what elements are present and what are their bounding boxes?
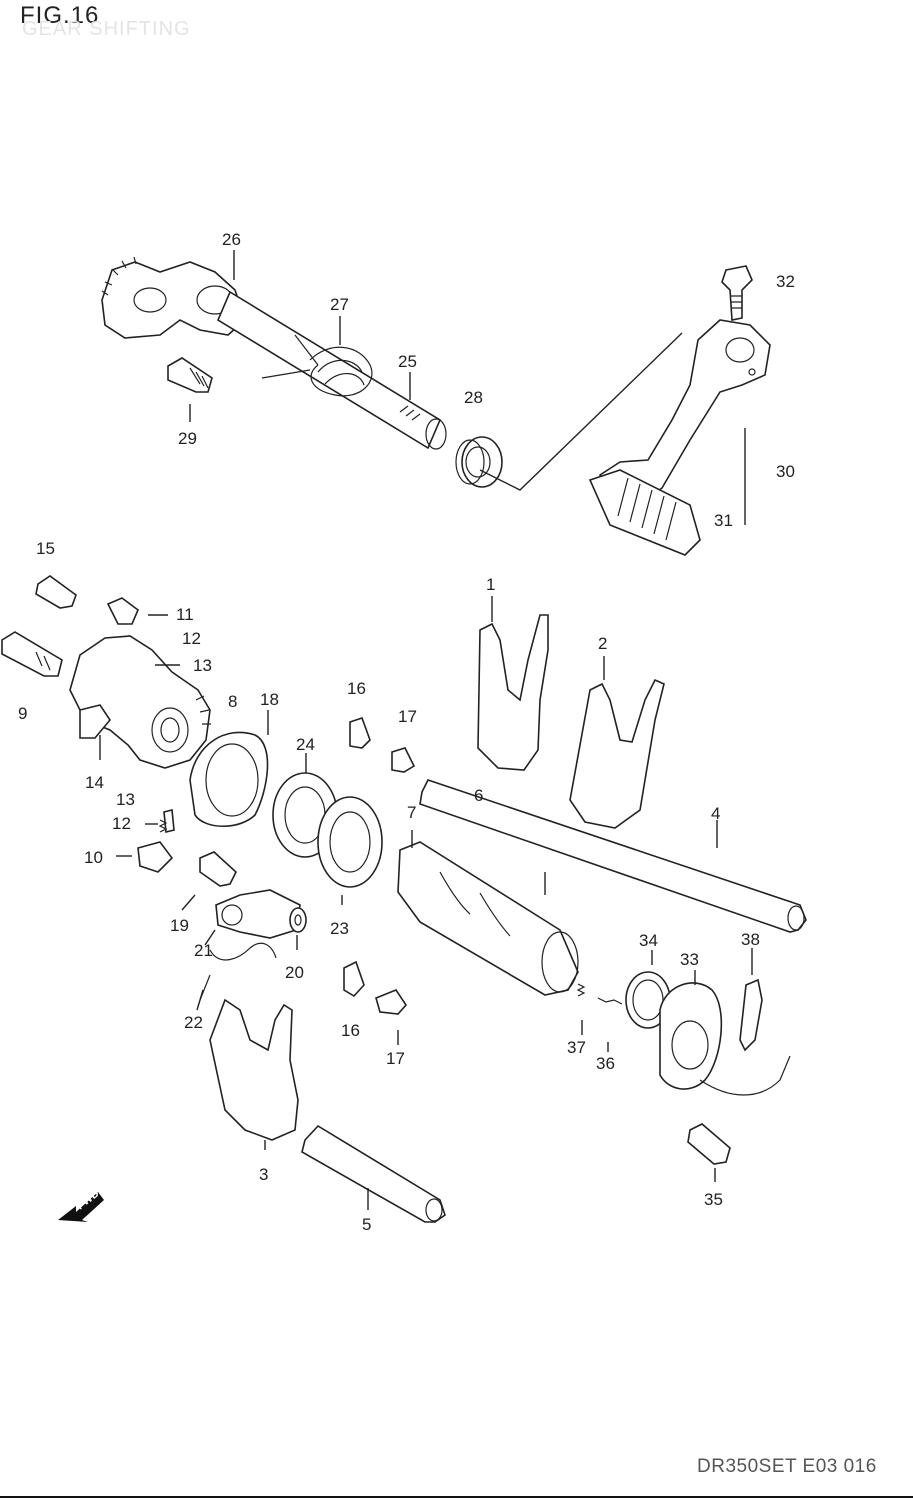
part-35-bolt [687,1123,731,1165]
callout-36: 36 [596,1054,615,1073]
callout-32: 32 [776,272,795,291]
callout-5: 5 [362,1215,371,1234]
part-36-contact [597,997,623,1005]
callout-21: 21 [194,941,213,960]
callout-15: 15 [36,539,55,558]
part-11-guide [106,597,139,625]
part-30-gearshift-lever [598,319,771,506]
part-8-cam-driven-gear [69,635,211,769]
part-23-bearing [317,796,383,888]
part-20-washer [289,907,307,933]
part-25-shaft-end [399,405,421,421]
callout-1: 1 [486,575,495,594]
part-15-bolt [35,575,77,609]
part-14-guide-plate [79,704,111,739]
part-26-gearshift-shaft [101,256,447,450]
callout-30: 30 [776,462,795,481]
callout-23: 23 [330,919,349,938]
part-21-stopper [215,889,301,939]
part-16-pin-lower [343,960,365,998]
part-19-bolt [199,851,237,887]
leader-lines [99,250,753,1210]
callout-25: 25 [398,352,417,371]
callout-31: 31 [714,511,733,530]
part-31-shift-pedal-rubber [588,469,701,556]
callout-18: 18 [260,690,279,709]
callout-6: 6 [474,786,483,805]
callout-28: 28 [464,388,483,407]
part-2-fork [569,678,665,829]
part-7-gearshift-cam [397,841,579,996]
part-13-pin [163,808,175,834]
figure-title: FIG.16 [20,2,100,29]
callout-10: 10 [84,848,103,867]
part-34-o-ring [625,971,671,1029]
part-16-pin [349,716,371,749]
part-4-fork-shaft [419,779,807,933]
part-10-pawl [137,841,174,873]
figure-subtitle: GEAR SHIFTING [22,18,191,40]
part-27-return-spring [261,334,373,397]
callout-12b: 12 [112,814,131,833]
callout-33: 33 [680,950,699,969]
part-33-gear-position-switch [659,982,791,1096]
callout-labels: 1 2 3 4 5 6 7 8 9 10 11 12 12 13 13 14 1… [18,230,795,1234]
callout-13: 13 [193,656,212,675]
bottom-frame-line [0,1496,913,1498]
part-12-spring [158,819,168,833]
part-17-bolt-lower [375,989,408,1015]
callout-11: 11 [176,605,194,624]
part-37-spring [576,983,586,997]
part-1-fork [477,614,549,771]
callout-20: 20 [285,963,304,982]
callout-17b: 17 [386,1049,405,1068]
callout-16b: 16 [341,1021,360,1040]
callout-35: 35 [704,1190,723,1209]
figure-code: DR350SET E03 016 [697,1456,877,1477]
callout-13b: 13 [116,790,135,809]
part-3-fork [209,998,299,1141]
callout-17: 17 [398,707,417,726]
callout-7: 7 [407,803,416,822]
part-17-bolt [391,747,416,773]
leader-28-to-30 [479,332,683,491]
callout-16: 16 [347,679,366,698]
callout-2: 2 [598,634,607,653]
part-32-lever-bolt [721,265,753,321]
callout-22: 22 [184,1013,203,1032]
part-9-pin [1,631,63,677]
callout-27: 27 [330,295,349,314]
callout-3: 3 [259,1165,268,1184]
callout-8: 8 [228,692,237,711]
callout-19: 19 [170,916,189,935]
callout-38: 38 [741,930,760,949]
part-38-clamp [739,978,763,1052]
part-5-fork-shaft [301,1124,446,1223]
callout-34: 34 [639,931,658,950]
callout-12: 12 [182,629,201,648]
callout-4: 4 [711,804,720,823]
fwd-arrow-icon: FWD [58,1187,104,1222]
part-18-cam [189,731,269,827]
callout-24: 24 [296,735,315,754]
callout-37: 37 [567,1038,586,1057]
callout-9: 9 [18,704,27,723]
callout-29: 29 [178,429,197,448]
callout-26: 26 [222,230,241,249]
part-28-oil-seal [455,436,503,488]
callout-14: 14 [85,773,104,792]
part-29-stopper-bolt [167,357,213,393]
